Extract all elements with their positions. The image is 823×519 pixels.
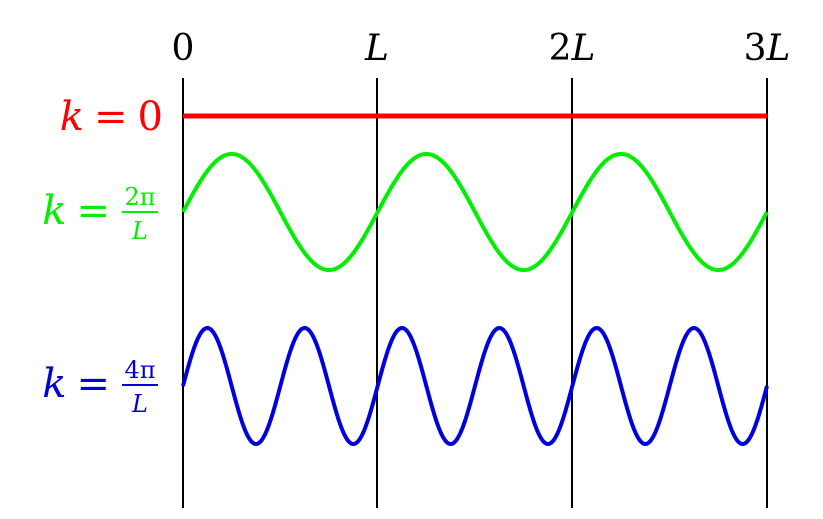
label-k2pi-num: 2π bbox=[124, 183, 155, 211]
svg-text:k=: k= bbox=[42, 361, 110, 407]
label-k2pi-eq: = bbox=[76, 188, 110, 234]
label-k0-lhs: k bbox=[60, 94, 84, 140]
label-k0-value: 0 bbox=[138, 94, 163, 140]
tick-label-L: L bbox=[364, 28, 389, 69]
label-k2pi-den: L bbox=[131, 217, 148, 245]
label-k4pi-eq: = bbox=[76, 361, 110, 407]
label-k4pi-lhs: k bbox=[42, 361, 66, 407]
label-k4pi-den: L bbox=[131, 390, 148, 418]
tick-label-0: 0 bbox=[172, 28, 195, 69]
label-k2pi: k= 2π L bbox=[42, 183, 158, 245]
label-k4pi: k= 4π L bbox=[42, 356, 158, 418]
label-k2pi-lhs: k bbox=[42, 188, 66, 234]
label-k0-eq: = bbox=[94, 94, 128, 140]
label-k4pi-num: 4π bbox=[124, 356, 155, 384]
wave-k4pi bbox=[181, 325, 769, 447]
svg-text:k=: k= bbox=[42, 188, 110, 234]
label-k0: k=0 bbox=[60, 94, 163, 140]
wave-k2pi bbox=[181, 151, 769, 273]
svg-text:k=0: k=0 bbox=[60, 94, 163, 140]
tick-label-2L: 2L bbox=[549, 28, 596, 69]
tick-label-3L: 3L bbox=[744, 28, 791, 69]
